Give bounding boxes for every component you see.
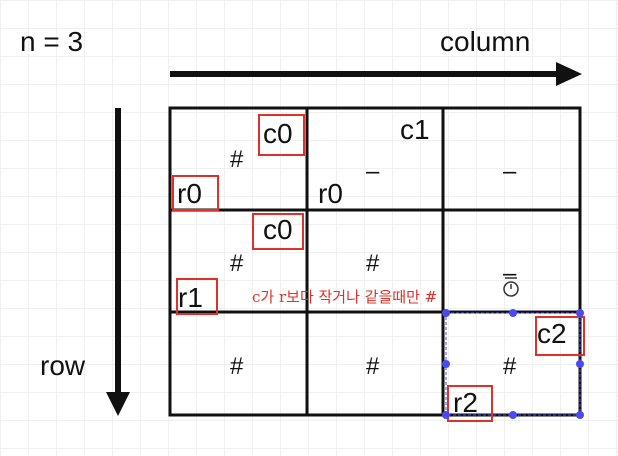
- tag-box-r2: [447, 385, 493, 422]
- tag-c0-middle: c0: [263, 214, 293, 245]
- annotation: c가 r보다 작거나 같을때만 #: [252, 288, 438, 306]
- selection-handle-top-right[interactable]: [576, 309, 584, 317]
- tag-box-c0-top: [258, 114, 305, 156]
- column-arrow-head: [556, 62, 582, 86]
- tag-c2: c2: [537, 318, 567, 349]
- cell-1-2: –: [503, 260, 517, 287]
- n-label: n = 3: [20, 26, 84, 57]
- cell-2-2: #: [503, 353, 517, 380]
- row-label: row: [40, 350, 86, 381]
- tag-c0-top: c0: [263, 118, 293, 149]
- tag-c1: c1: [400, 114, 430, 145]
- cell-2-0: #: [230, 353, 244, 380]
- selection-handle-bottom-right[interactable]: [576, 411, 584, 419]
- cell-0-1: –: [366, 158, 380, 185]
- grid-border: [168, 106, 582, 417]
- selection-handle-bottom-left[interactable]: [442, 411, 450, 419]
- selection-handle-right[interactable]: [576, 360, 584, 368]
- selection-handle-left[interactable]: [442, 360, 450, 368]
- tag-r0-left: r0: [177, 178, 202, 209]
- row-arrow-head: [106, 392, 130, 416]
- timer-icon[interactable]: [500, 276, 522, 298]
- cell-2-1: #: [366, 353, 380, 380]
- cell-1-0: #: [230, 250, 244, 277]
- selection-handle-top[interactable]: [509, 309, 517, 317]
- selection-handle-bottom[interactable]: [509, 411, 517, 419]
- cell-0-0: #: [230, 146, 244, 173]
- column-label: column: [440, 26, 531, 57]
- tag-box-r1: [176, 278, 218, 315]
- cell-0-2: –: [503, 158, 517, 185]
- cell-1-1: #: [366, 250, 380, 277]
- selection-handle-top-left[interactable]: [442, 309, 450, 317]
- tag-box-r0-left: [172, 175, 219, 211]
- tag-r2: r2: [453, 387, 478, 418]
- tag-r0-middle: r0: [318, 178, 343, 209]
- tag-box-c2: [535, 316, 585, 356]
- tag-r1: r1: [178, 282, 203, 313]
- tag-box-c0-middle: [252, 213, 304, 250]
